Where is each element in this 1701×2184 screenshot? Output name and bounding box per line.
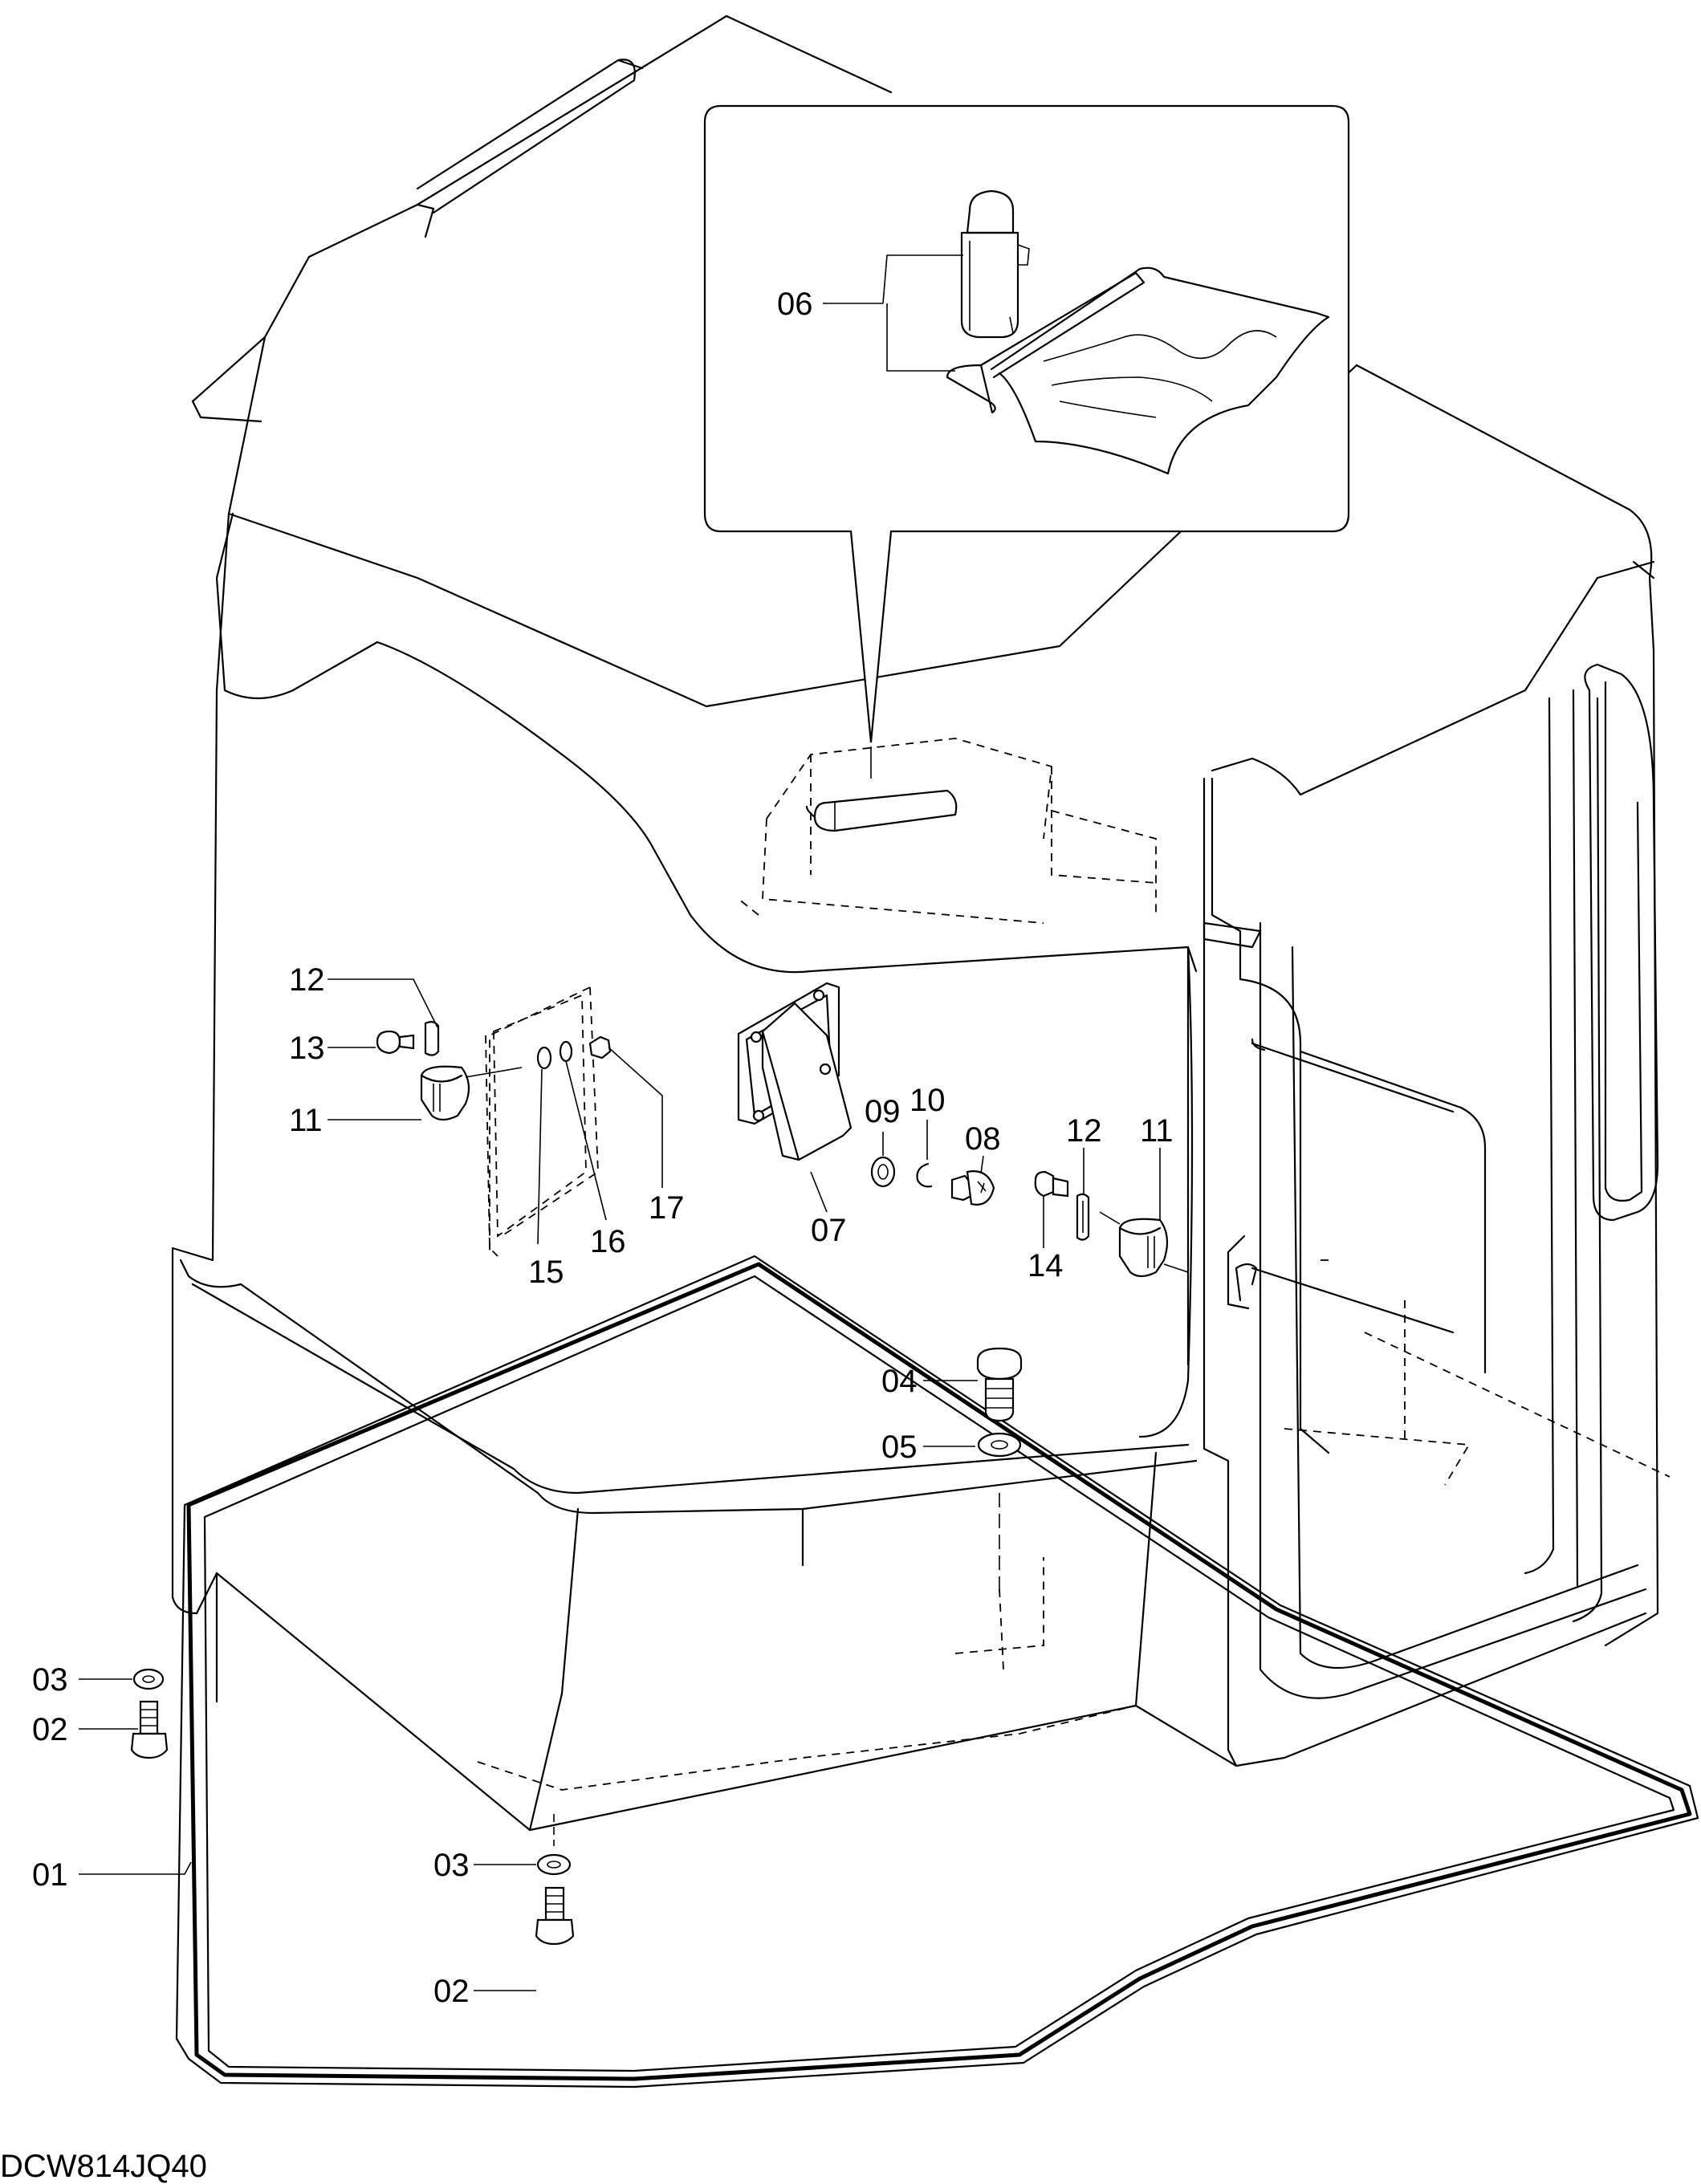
leader-lines [79,303,1161,1991]
callout-09: 09 [865,1094,901,1129]
callout-06: 06 [777,287,813,322]
callout-03b: 03 [433,1848,470,1883]
callout-02b: 02 [433,1974,470,2009]
callout-13: 13 [289,1031,325,1066]
callout-10: 10 [910,1083,946,1118]
callout-04: 04 [881,1364,918,1399]
callout-03a: 03 [32,1662,68,1698]
callout-17: 17 [649,1190,685,1226]
callout-11a: 11 [289,1103,323,1138]
fasteners-bottom [130,1668,575,1946]
callout-11b: 11 [1140,1113,1174,1149]
callout-16: 16 [590,1224,626,1259]
hidden-lines [477,738,1670,1791]
drawing-code: DCW814JQ40 [0,2149,207,2184]
callout-14: 14 [1028,1248,1064,1283]
callout-12b: 12 [1066,1113,1102,1149]
callout-labels: 01 02 02 03 03 04 05 06 07 08 09 10 11 1… [32,287,1174,2009]
cab-body [171,14,1659,1832]
part-07-bracket [737,982,853,1161]
flashlight-holder [805,789,958,832]
callout-01: 01 [32,1857,68,1893]
gasket-seal [175,1255,1699,2088]
callout-07: 07 [811,1213,847,1248]
callout-12a: 12 [289,962,325,998]
small-parts [376,994,1189,1597]
callout-15: 15 [528,1255,564,1290]
callout-02a: 02 [32,1712,68,1747]
callout-05: 05 [881,1430,918,1465]
callout-08: 08 [965,1121,1001,1157]
inset-detail-box [703,104,1350,779]
